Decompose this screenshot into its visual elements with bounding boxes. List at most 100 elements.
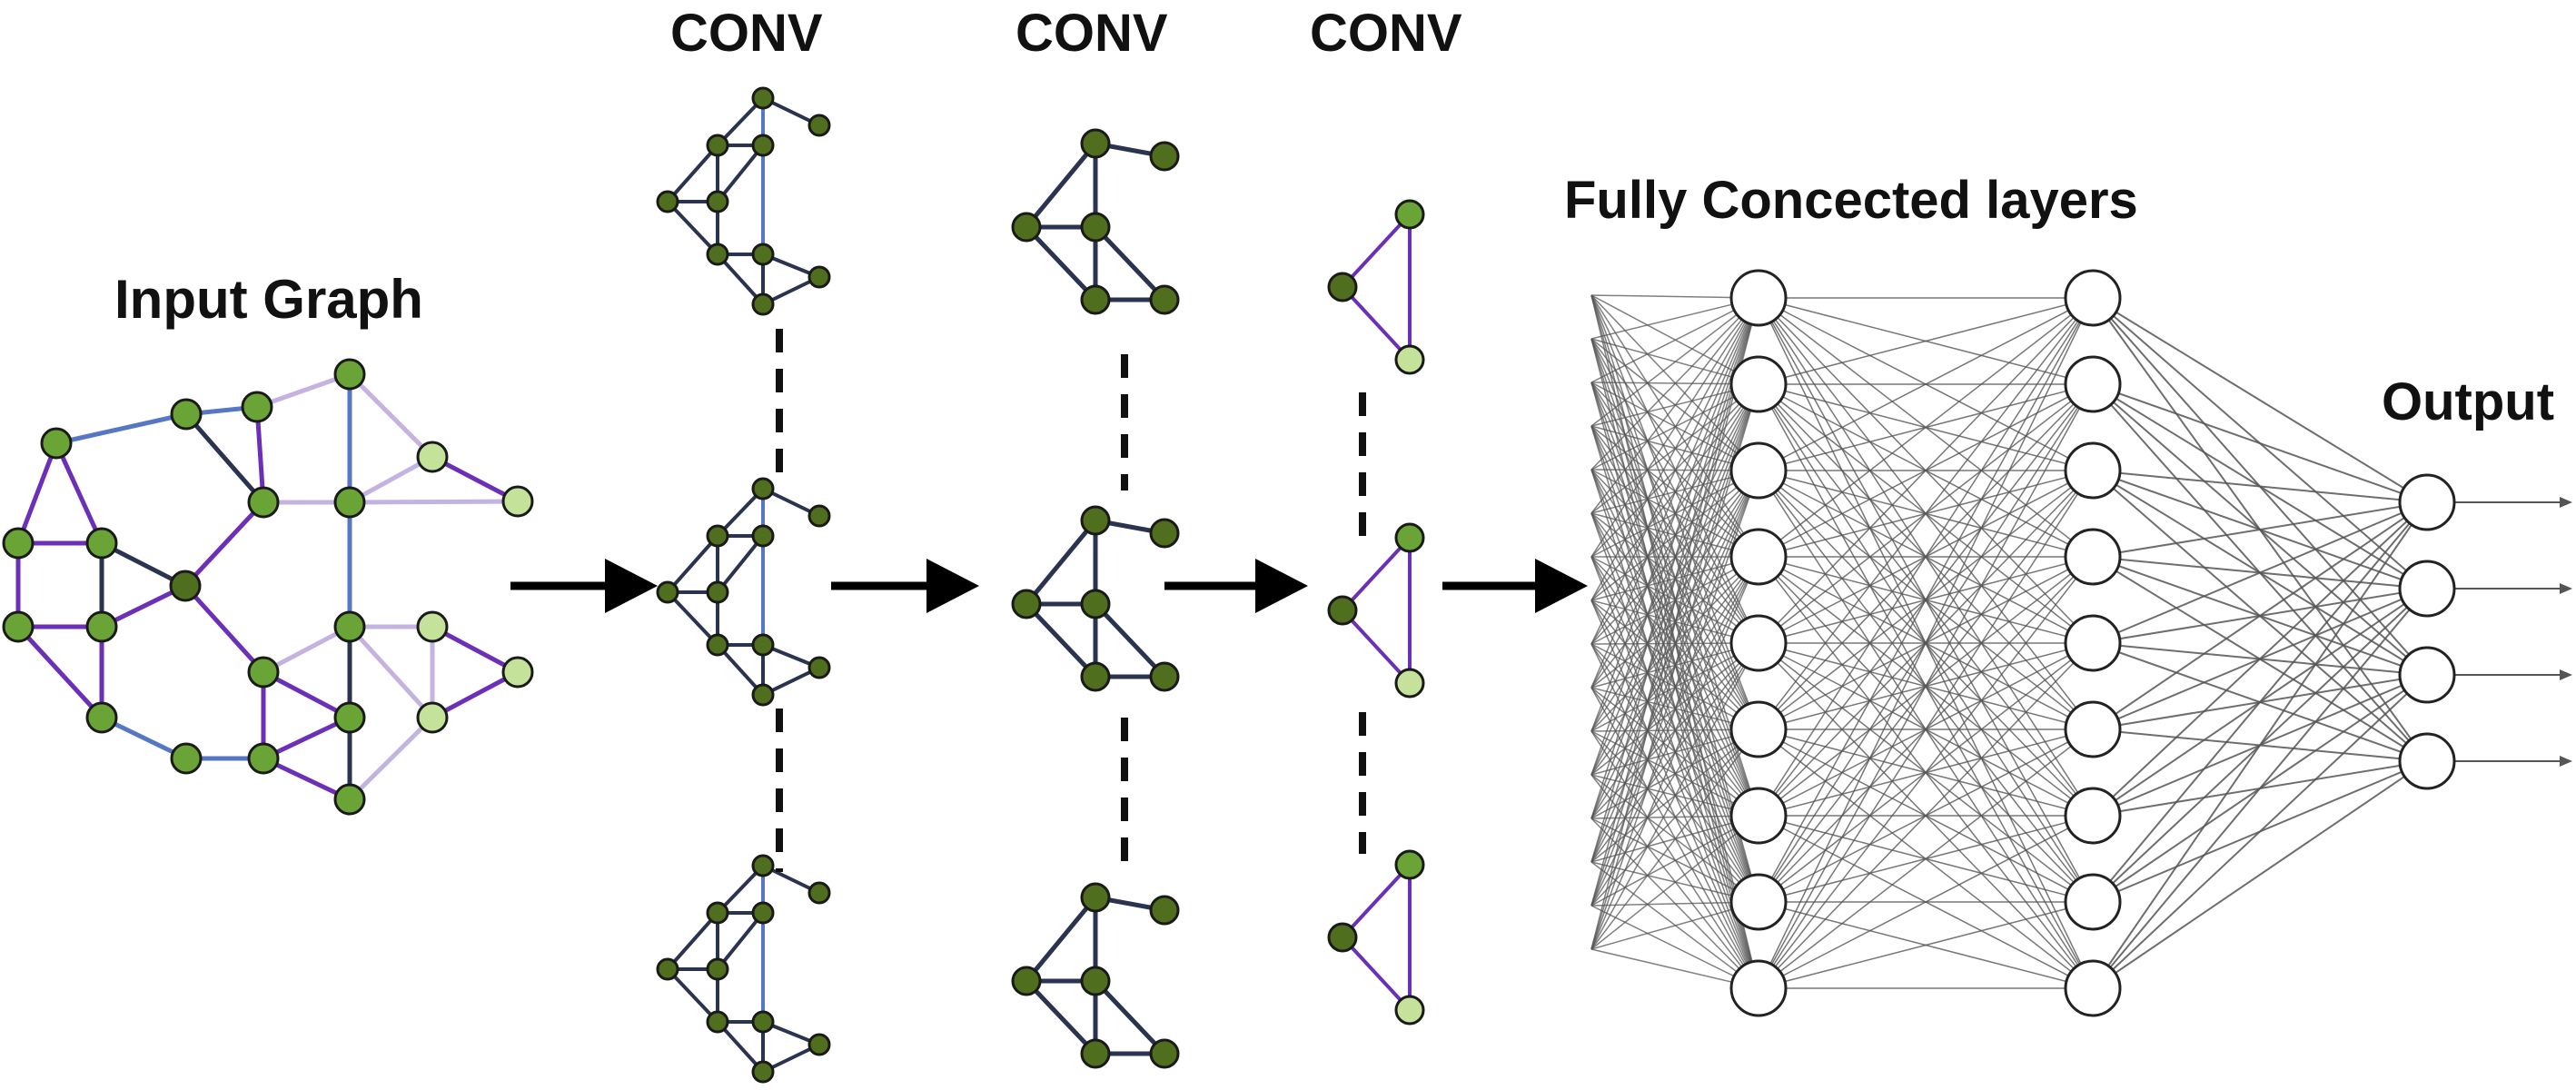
fc-connection xyxy=(1758,297,2094,730)
fc-connection xyxy=(1758,297,2094,989)
conv-label-1: CONV xyxy=(670,4,823,63)
fc-connection xyxy=(1758,297,2094,385)
graph-node xyxy=(1149,1038,1180,1069)
graph-edge xyxy=(666,590,719,647)
neuron xyxy=(1729,441,1788,500)
neuron xyxy=(2398,646,2456,704)
graph-node xyxy=(247,486,280,519)
graph-edge xyxy=(1093,224,1167,302)
graph-edge xyxy=(261,624,352,675)
graph-node xyxy=(1080,966,1111,996)
fc-connection xyxy=(1590,815,1759,907)
neuron xyxy=(2398,732,2456,790)
graph-node xyxy=(751,243,775,266)
graph-edge xyxy=(666,967,719,1024)
fc-connection xyxy=(1590,297,1759,558)
graph-node xyxy=(501,485,534,518)
graph-node xyxy=(807,881,831,905)
graph-node xyxy=(751,683,775,707)
neuron xyxy=(2064,873,2122,931)
fc-connection xyxy=(1758,556,2094,989)
neuron xyxy=(1729,528,1788,586)
neuron xyxy=(2064,959,2122,1017)
graph-node xyxy=(2,610,35,643)
graph-node xyxy=(751,1060,775,1084)
graph-edge xyxy=(15,624,104,720)
graph-node xyxy=(247,656,280,689)
graph-node xyxy=(1080,284,1111,315)
graph-edge xyxy=(347,624,435,720)
graph-edge xyxy=(54,411,189,446)
graph-edge xyxy=(347,499,520,505)
fc-connection xyxy=(1590,901,1759,950)
flow-arrows xyxy=(510,559,1588,613)
graph-node xyxy=(1011,212,1042,243)
graph-node xyxy=(706,580,729,604)
graph-node xyxy=(1394,522,1425,553)
graph-edge xyxy=(347,372,435,460)
graph-edge xyxy=(1341,213,1412,289)
graph-edge xyxy=(716,911,765,971)
graph-edge xyxy=(716,534,765,594)
graph-node xyxy=(1149,661,1180,692)
graph-node xyxy=(1394,995,1425,1026)
neuron xyxy=(2064,787,2122,845)
graph-edge xyxy=(666,911,719,971)
graph-edge xyxy=(430,624,520,675)
graph-edge xyxy=(716,144,765,203)
graph-node xyxy=(706,524,729,548)
graph-node xyxy=(751,1010,775,1034)
fc-connection xyxy=(2092,588,2428,989)
neuron xyxy=(2398,560,2456,618)
fc-connection xyxy=(1758,297,2094,558)
graph-node xyxy=(1011,966,1042,996)
graph-node xyxy=(1394,344,1425,375)
graph-node xyxy=(706,1010,729,1034)
graph-node xyxy=(807,656,831,679)
fc-connection xyxy=(1590,297,1759,340)
fc-connection xyxy=(1758,728,2094,989)
fc-connection xyxy=(2092,760,2428,989)
graph-node xyxy=(706,243,729,266)
fc-connection xyxy=(1758,470,2094,989)
graph-edge xyxy=(183,411,266,505)
arrow-head xyxy=(1255,559,1308,613)
graph-edge xyxy=(1341,285,1412,362)
fc-connection xyxy=(1590,297,1759,776)
graph-node xyxy=(247,742,280,775)
graph-edge xyxy=(183,583,266,675)
fc-connection xyxy=(1590,297,1759,907)
graph-node xyxy=(751,477,775,500)
graph-node xyxy=(85,701,118,734)
fc-connection xyxy=(2092,501,2428,730)
neuron xyxy=(1729,269,1788,327)
fc-connection xyxy=(2092,501,2428,817)
graph-node xyxy=(1080,661,1111,692)
ellipsis-dashes xyxy=(776,329,1366,872)
graph-node xyxy=(1011,589,1042,619)
graph-edge xyxy=(1093,978,1167,1056)
graph-edge xyxy=(1024,141,1098,230)
neuron xyxy=(1729,959,1788,1017)
graph-edge xyxy=(666,534,719,594)
fc-connection xyxy=(1590,642,1759,907)
graph-node xyxy=(1149,141,1180,172)
graph-edge xyxy=(430,454,520,504)
neuron xyxy=(2064,269,2122,327)
graph-node xyxy=(333,783,366,816)
neuron xyxy=(1729,873,1788,931)
fc-connection xyxy=(1590,470,1759,907)
graph-edge xyxy=(15,441,59,546)
graph-node xyxy=(1080,589,1111,619)
output-arrowhead xyxy=(2560,756,2572,767)
output-arrowhead xyxy=(2560,583,2572,594)
graph-node xyxy=(333,701,366,734)
fc-connection xyxy=(1590,556,1759,907)
graph-node xyxy=(333,358,366,391)
graph-node xyxy=(807,504,831,528)
neuron xyxy=(1729,700,1788,758)
fc-connection xyxy=(1758,901,2094,989)
graph-edge xyxy=(1024,895,1098,984)
fc-connection xyxy=(1590,297,1759,427)
